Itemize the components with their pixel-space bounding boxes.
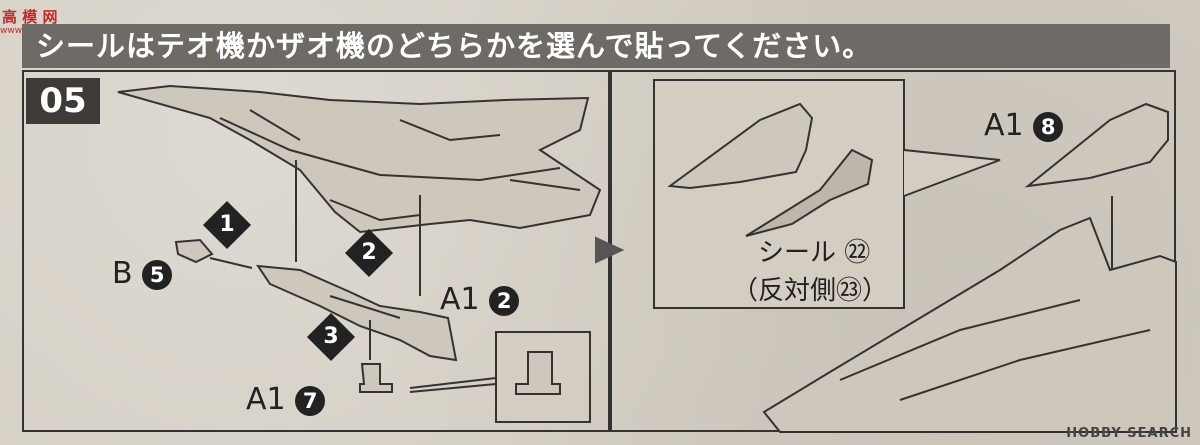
sticker-alt-number: ㉓ xyxy=(836,276,863,306)
hobby-search-watermark: HOBBY SEARCH xyxy=(1066,426,1192,441)
part-label-b5: B 5 xyxy=(112,256,173,291)
step-number-badge: 05 xyxy=(26,78,100,124)
step-1-label: 1 xyxy=(219,212,235,237)
part-number: 5 xyxy=(142,259,173,290)
part-label-a12: A1 2 xyxy=(440,282,520,317)
sticker-instruction-header: シールはテオ機かザオ機のどちらかを選んで貼ってください。 xyxy=(22,24,1170,68)
part-label-a18: A1 8 xyxy=(984,108,1064,143)
step-3-label: 3 xyxy=(323,324,339,349)
sticker-label: シール ㉒ xyxy=(758,238,871,268)
sticker-number: ㉒ xyxy=(844,238,871,268)
part-prefix: A1 xyxy=(440,282,480,317)
watermark-logo: 高 模 网 xyxy=(2,8,58,26)
part-label-a17: A1 7 xyxy=(246,382,326,417)
part-prefix: A1 xyxy=(246,382,286,417)
step-2-label: 2 xyxy=(361,240,377,265)
part-prefix: B xyxy=(112,256,133,291)
part-number: 2 xyxy=(489,285,520,316)
part-number: 7 xyxy=(295,385,326,416)
part-number: 8 xyxy=(1033,111,1064,142)
sticker-alt-label: （反対側㉓） xyxy=(732,276,889,306)
part-prefix: A1 xyxy=(984,108,1024,143)
